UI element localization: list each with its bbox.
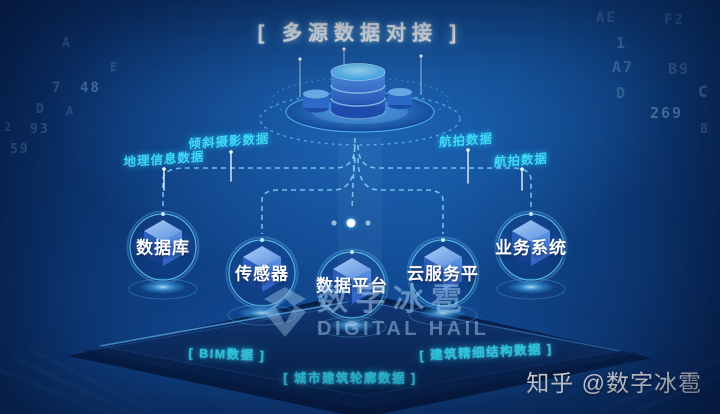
node-circle-cloud-service [406, 236, 480, 326]
database-cylinder [330, 63, 386, 120]
cube-icon [243, 246, 281, 292]
label-pins [162, 148, 524, 191]
node-circle-data-platform [315, 248, 389, 338]
source-label-aerial-data-1: 航拍数据 [438, 131, 494, 150]
platform-label-bim-data: [ BIM数据 ] [188, 346, 266, 363]
bg-digit: C [698, 82, 710, 101]
node-circle-database [126, 210, 200, 300]
node-circles [126, 210, 568, 338]
bg-digit: F2 [664, 12, 685, 28]
connector-dots [331, 215, 371, 231]
bg-digit: 2 [4, 120, 14, 134]
page-title: [ 多源数据对接 ] [257, 22, 463, 45]
corner-hatch [0, 348, 720, 414]
cube-icon [424, 246, 462, 292]
side-cylinder-left [303, 89, 329, 113]
bg-digit: 8 [700, 122, 710, 137]
bg-digit: 7 [52, 80, 63, 96]
bg-digit: 93 [30, 122, 50, 137]
cube-icon [144, 220, 182, 266]
bg-digit: 269 [650, 104, 684, 122]
zhihu-credit: 知乎 @数字冰雹 [526, 370, 702, 396]
bg-digit: 48 [80, 80, 101, 96]
cube-icon [512, 220, 550, 266]
bg-digit: AE [596, 10, 617, 26]
bg-digit: 59 [10, 142, 30, 157]
bg-digit: E [110, 60, 120, 74]
node-label-sensor: 传感器 [235, 264, 289, 284]
bg-digit: D [36, 102, 46, 117]
bg-digit: A7 [612, 58, 635, 76]
platform-label-city-building-outline-data: [ 城市建筑轮廓数据 ] [283, 371, 417, 386]
node-label-data-platform: 数据平台 [316, 276, 388, 296]
platform-slab [0, 290, 720, 414]
source-label-aerial-data-2: 航拍数据 [493, 151, 549, 170]
side-cylinder-right [388, 88, 412, 109]
node-label-business-system: 业务系统 [495, 238, 567, 258]
bg-digit: D [616, 84, 628, 102]
node-label-cloud-service: 云服务平 [407, 264, 479, 284]
node-circle-business-system [494, 210, 568, 300]
node-label-database: 数据库 [136, 238, 190, 258]
node-circle-sensor [225, 236, 299, 326]
bg-digit: A [66, 104, 76, 118]
cube-icon [333, 258, 371, 304]
bg-digit: 1 [616, 34, 628, 52]
slab-top-face [100, 300, 620, 396]
bg-digit: A [62, 36, 72, 51]
bg-digit: B9 [668, 60, 691, 78]
